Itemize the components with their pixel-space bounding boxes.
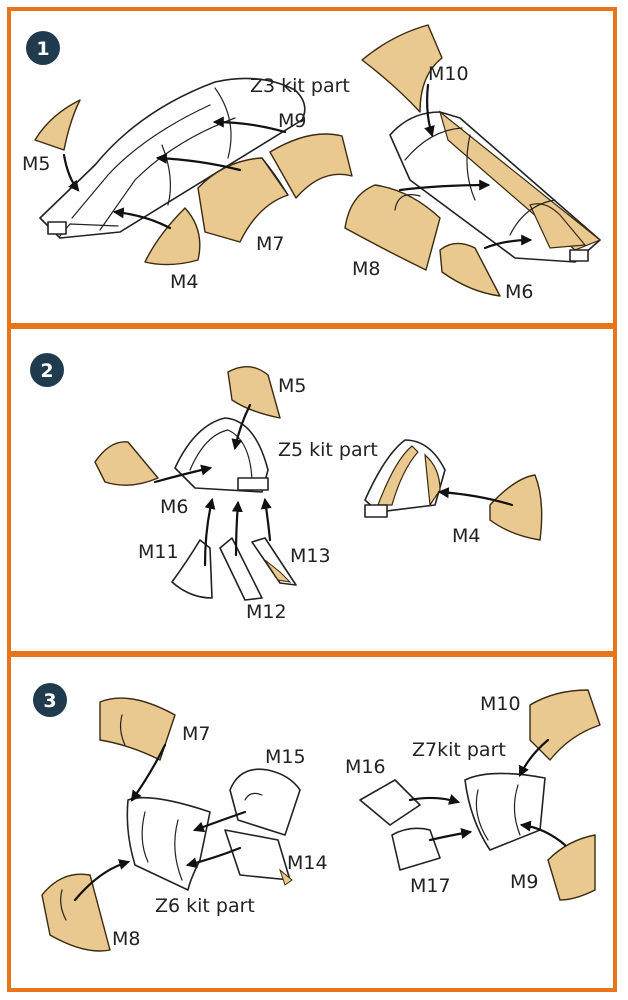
mask-m4-panel2 xyxy=(489,474,543,541)
arrow-m10 xyxy=(424,83,435,138)
step-number-1: 1 xyxy=(36,38,49,60)
step-badge-3: 3 xyxy=(33,683,67,717)
label-m5-p2: M5 xyxy=(278,375,306,397)
mask-m12 xyxy=(219,537,263,601)
mask-m9-panel1 xyxy=(269,133,353,199)
mask-m4-panel1 xyxy=(144,207,201,266)
label-m6-p2: M6 xyxy=(160,496,188,518)
mask-m14-fill xyxy=(278,868,293,886)
label-m16: M16 xyxy=(345,756,386,778)
step-number-3: 3 xyxy=(43,690,56,712)
mask-m10-panel1 xyxy=(361,24,443,113)
mask-m5-panel2 xyxy=(227,366,281,419)
arrow-m5 xyxy=(62,153,80,192)
part-z5-masked xyxy=(364,439,446,518)
arrow-m9-p3 xyxy=(519,820,567,847)
arrow-m15-p3 xyxy=(192,810,247,833)
arrow-m17-p3 xyxy=(428,828,473,842)
label-m8: M8 xyxy=(352,258,380,280)
label-z3-kit-part: Z3 kit part xyxy=(250,75,350,97)
part-z7 xyxy=(464,772,546,851)
label-m17: M17 xyxy=(410,875,451,897)
label-m7-p3: M7 xyxy=(182,723,210,745)
step-badge-2: 2 xyxy=(30,353,64,387)
arrow-m4 xyxy=(112,207,172,230)
arrow-m8 xyxy=(398,179,491,192)
mask-m14 xyxy=(224,829,291,881)
label-m9: M9 xyxy=(278,110,306,132)
label-m13: M13 xyxy=(290,545,331,567)
mask-m11 xyxy=(171,539,213,599)
mask-m6-panel1 xyxy=(439,242,501,297)
arrow-m8-p3 xyxy=(73,859,131,902)
part-z5-bare xyxy=(174,417,269,493)
arrow-m12-p2 xyxy=(231,500,243,557)
arrow-m6-p2 xyxy=(153,464,213,484)
label-z7-kit-part: Z7kit part xyxy=(412,739,506,761)
panel-3-frame xyxy=(7,653,617,992)
arrow-m6 xyxy=(483,234,533,250)
m8-p3-fold xyxy=(60,889,67,921)
label-m9-p3: M9 xyxy=(510,871,538,893)
mask-m5-panel1 xyxy=(34,99,81,151)
arrow-m10-p3 xyxy=(518,738,550,777)
label-z5-kit-part: Z5 kit part xyxy=(278,439,378,461)
arrow-m5-p2 xyxy=(231,403,252,451)
arrow-m16-p3 xyxy=(408,794,461,805)
arrow-m11-p2 xyxy=(203,497,216,567)
label-m6: M6 xyxy=(505,281,533,303)
label-m12: M12 xyxy=(246,601,287,623)
step-number-2: 2 xyxy=(40,360,53,382)
mask-m13-fill xyxy=(264,559,292,583)
arrow-m13-p2 xyxy=(260,497,272,542)
label-m10-p3: M10 xyxy=(480,693,521,715)
label-m11: M11 xyxy=(138,541,179,563)
label-m10: M10 xyxy=(428,63,469,85)
arrow-m9 xyxy=(212,116,287,134)
mask-m8-panel1 xyxy=(344,184,441,271)
label-m15: M15 xyxy=(265,746,306,768)
m7-p3-fold xyxy=(119,714,126,746)
m15-detail xyxy=(244,792,263,801)
mask-m10-panel3 xyxy=(529,689,601,761)
mask-m9-panel3 xyxy=(547,834,596,901)
label-z6-kit-part: Z6 kit part xyxy=(155,895,255,917)
mask-m17 xyxy=(391,827,441,871)
label-m4: M4 xyxy=(170,271,198,293)
arrow-m7 xyxy=(155,152,242,172)
step-badge-1: 1 xyxy=(26,31,60,65)
label-m8-p3: M8 xyxy=(112,928,140,950)
label-m5: M5 xyxy=(22,153,50,175)
label-m4-p2: M4 xyxy=(452,525,480,547)
arrow-m4-p2 xyxy=(437,487,514,507)
mask-m8-panel3 xyxy=(41,873,111,952)
arrow-m14-p3 xyxy=(185,846,242,869)
mask-m16 xyxy=(359,779,421,826)
canopy-z3-masked xyxy=(389,110,602,263)
m7-fold-line xyxy=(261,157,289,196)
mask-m15 xyxy=(229,768,301,836)
mask-m6-panel2 xyxy=(94,441,159,486)
mask-m7-panel3 xyxy=(99,697,176,761)
label-m14: M14 xyxy=(287,852,328,874)
part-z6 xyxy=(126,796,211,891)
panel-frames xyxy=(7,7,617,992)
m8-fold-line xyxy=(394,194,421,211)
arrow-m7-p3 xyxy=(130,743,167,802)
label-m7: M7 xyxy=(256,233,284,255)
